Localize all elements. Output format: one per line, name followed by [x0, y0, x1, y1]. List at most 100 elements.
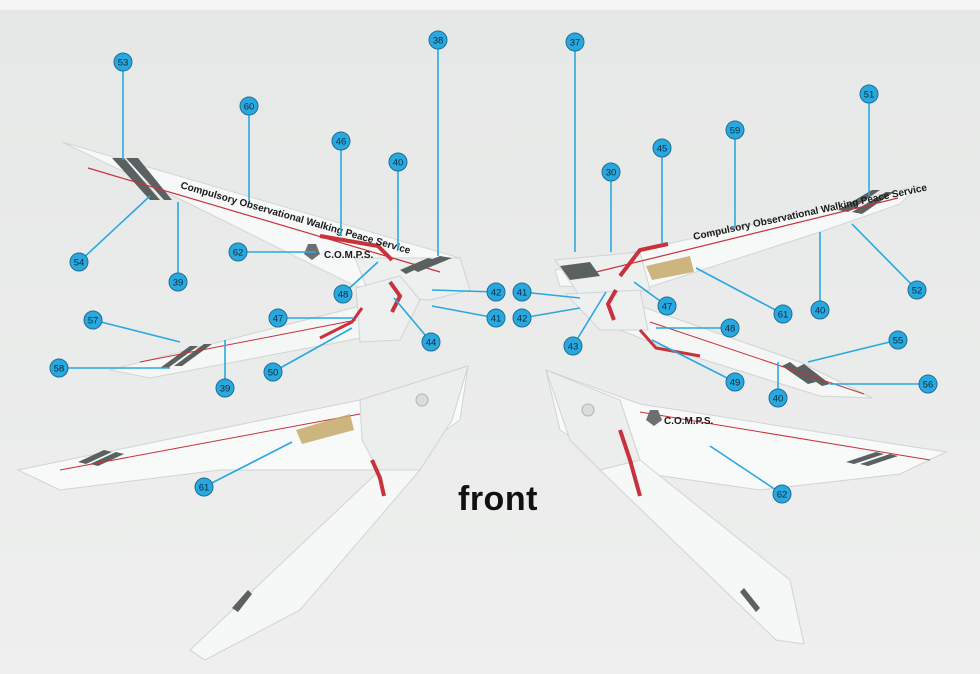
callout-41: 41 [512, 282, 581, 302]
callout-number: 30 [606, 168, 617, 179]
callout-bubble [601, 162, 621, 182]
callout-bubble [194, 477, 214, 497]
callout-52: 52 [851, 223, 927, 300]
callout-number: 61 [199, 483, 210, 494]
callout-38: 38 [428, 30, 448, 256]
wing-part-mid-right [564, 289, 873, 399]
callout-number: 62 [233, 248, 244, 259]
callout-bubble [49, 358, 69, 378]
callout-62: 62 [228, 242, 316, 262]
callout-bubble [563, 336, 583, 356]
callout-leader-line [521, 291, 581, 299]
svg-text:C.O.M.P.S.: C.O.M.P.S. [324, 250, 373, 261]
callout-leader-line [431, 305, 497, 319]
callout-39: 39 [168, 202, 188, 292]
callout-bubble [421, 332, 441, 352]
callout-bubble [268, 308, 288, 328]
callout-number: 47 [273, 314, 284, 325]
svg-text:C.O.M.P.S.: C.O.M.P.S. [664, 416, 713, 427]
callout-bubble [239, 96, 259, 116]
callout-50: 50 [263, 327, 353, 382]
callout-bubble [888, 330, 908, 350]
callout-49: 49 [651, 339, 745, 392]
callout-number: 41 [491, 314, 502, 325]
callout-number: 45 [657, 144, 668, 155]
callout-number: 40 [393, 158, 404, 169]
callout-46: 46 [331, 131, 351, 236]
callout-number: 54 [74, 258, 85, 269]
callout-bubble [228, 242, 248, 262]
callout-leader-line [92, 319, 181, 343]
callout-number: 61 [778, 310, 789, 321]
callout-number: 39 [220, 384, 231, 395]
callout-bubble [725, 372, 745, 392]
callout-bubble [859, 84, 879, 104]
callout-bubble [428, 30, 448, 50]
callout-61: 61 [695, 267, 793, 324]
callout-bubble [486, 282, 506, 302]
callout-44: 44 [393, 297, 441, 352]
callout-62: 62 [709, 445, 792, 504]
callout-bubble [565, 32, 585, 52]
callout-bubble [768, 388, 788, 408]
callout-42: 42 [431, 282, 506, 302]
callout-40: 40 [810, 232, 830, 320]
callout-40: 40 [768, 362, 788, 408]
gold-emblem-right [646, 256, 694, 280]
callout-number: 47 [662, 302, 673, 313]
callout-number: 42 [517, 314, 528, 325]
wing-part-mid-left [109, 275, 421, 379]
callout-bubble [263, 362, 283, 382]
callout-leader-line [521, 307, 581, 319]
callout-40: 40 [388, 152, 408, 250]
callout-bubble [215, 378, 235, 398]
callout-58: 58 [49, 358, 170, 378]
callout-number: 51 [864, 90, 875, 101]
callout-number: 57 [88, 316, 99, 327]
callout-bubble [388, 152, 408, 172]
callout-bubble [486, 308, 506, 328]
callout-43: 43 [563, 291, 607, 356]
callout-number: 37 [570, 38, 581, 49]
callout-leader-line [651, 339, 736, 383]
callout-bubble [907, 280, 927, 300]
callout-bubble [657, 296, 677, 316]
callout-56: 56 [830, 374, 938, 394]
callout-leader-line [393, 297, 432, 343]
callout-number: 40 [773, 394, 784, 405]
callout-number: 38 [433, 36, 444, 47]
callout-number: 43 [568, 342, 579, 353]
callout-leader-line [78, 195, 151, 263]
callout-number: 62 [777, 490, 788, 501]
callout-39: 39 [215, 340, 235, 398]
callout-bubble [918, 374, 938, 394]
wing-part-lower-right: C.O.M.P.S. [545, 369, 948, 645]
callout-bubble [113, 52, 133, 72]
callout-55: 55 [807, 330, 908, 363]
callout-number: 53 [118, 58, 129, 69]
callout-53: 53 [113, 52, 133, 160]
callout-bubble [69, 252, 89, 272]
callout-bubble [720, 318, 740, 338]
callout-number: 42 [491, 288, 502, 299]
callout-42: 42 [512, 307, 581, 328]
callout-leader-line [807, 339, 899, 363]
callout-30: 30 [601, 162, 621, 252]
callout-bubble [773, 304, 793, 324]
callout-number: 55 [893, 336, 904, 347]
callout-57: 57 [83, 310, 181, 343]
callout-number: 40 [815, 306, 826, 317]
callout-leader-line [572, 291, 607, 347]
callout-bubble [772, 484, 792, 504]
callout-51: 51 [859, 84, 879, 196]
callout-47: 47 [633, 281, 677, 316]
callout-number: 52 [912, 286, 923, 297]
callout-bubble [331, 131, 351, 151]
callout-number: 58 [54, 364, 65, 375]
callout-bubble [512, 282, 532, 302]
callout-number: 49 [730, 378, 741, 389]
callout-leader-line [851, 223, 918, 291]
callout-number: 50 [268, 368, 279, 379]
callout-59: 59 [725, 120, 745, 228]
